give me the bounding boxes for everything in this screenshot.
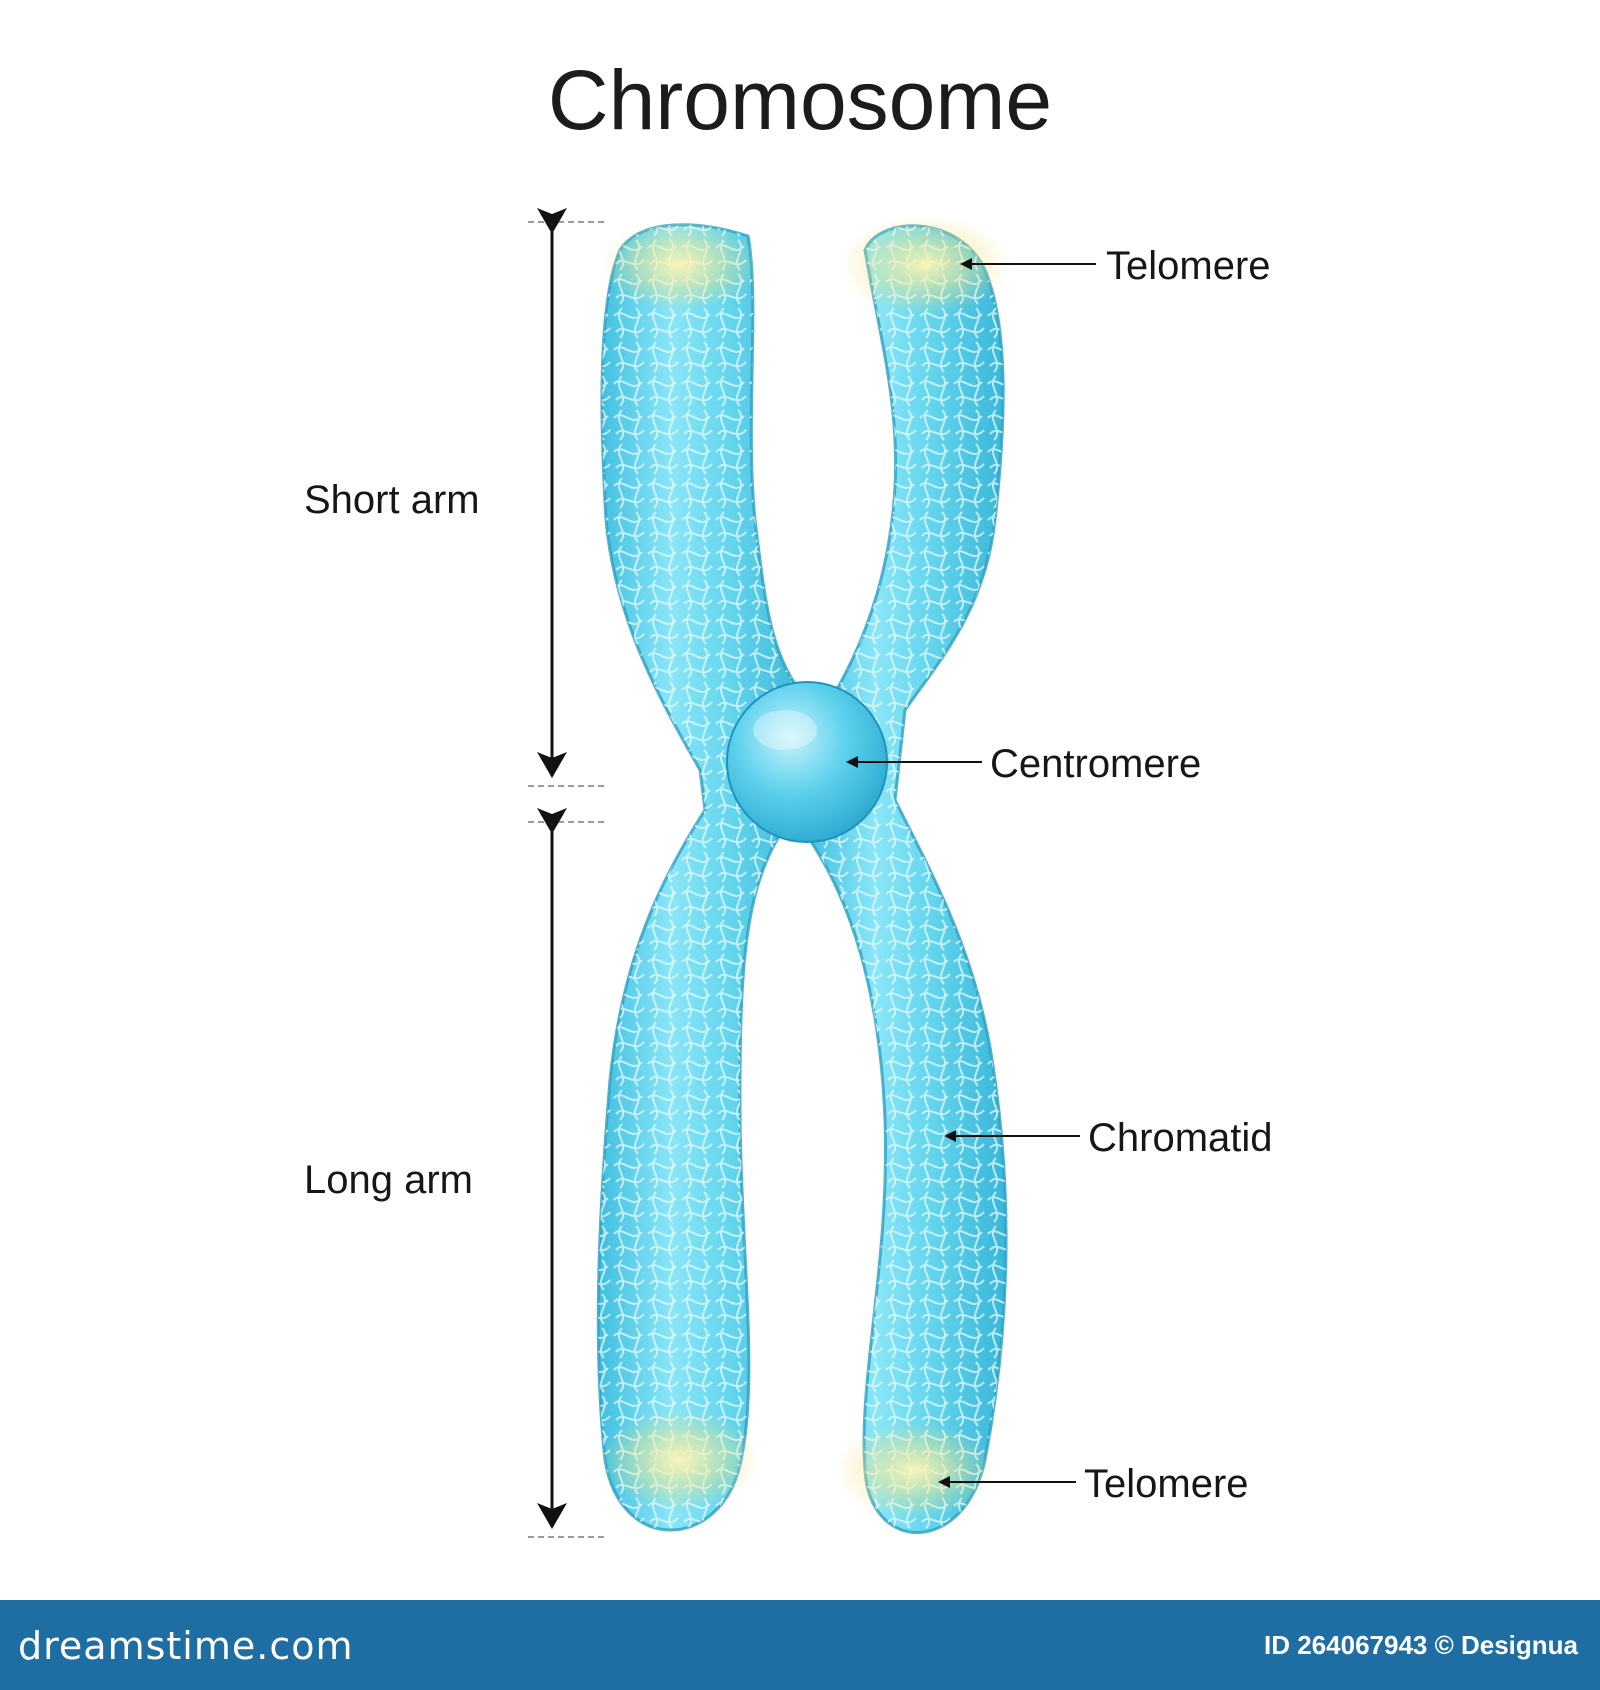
arm-guides: [528, 221, 606, 1538]
telomere-bottom-left: [600, 1410, 760, 1510]
diagram-title: Chromosome: [547, 53, 1053, 147]
telomere-top-right: [840, 215, 1010, 315]
long-arm-label: Long arm: [304, 1158, 473, 1202]
right-chromatid: [803, 224, 1008, 1534]
footer-bar: dreamstime.com ID 264067943 © Designua: [0, 1600, 1600, 1690]
left-chromatid: [596, 223, 810, 1532]
telomere-top-label: Telomere: [1106, 244, 1271, 288]
centromere-label: Centromere: [990, 742, 1202, 786]
telomere-top-left: [600, 220, 760, 310]
chromatid-label: Chromatid: [1088, 1116, 1273, 1160]
telomere-bottom-right: [835, 1422, 995, 1518]
chromosome-diagram: [528, 208, 1096, 1538]
short-arm-label: Short arm: [304, 478, 480, 522]
footer-brand[interactable]: dreamstime.com: [18, 1624, 354, 1668]
centromere-highlight: [753, 710, 817, 750]
telomere-bottom-label: Telomere: [1084, 1462, 1249, 1506]
footer-credit: ID 264067943 © Designua: [1264, 1630, 1578, 1660]
